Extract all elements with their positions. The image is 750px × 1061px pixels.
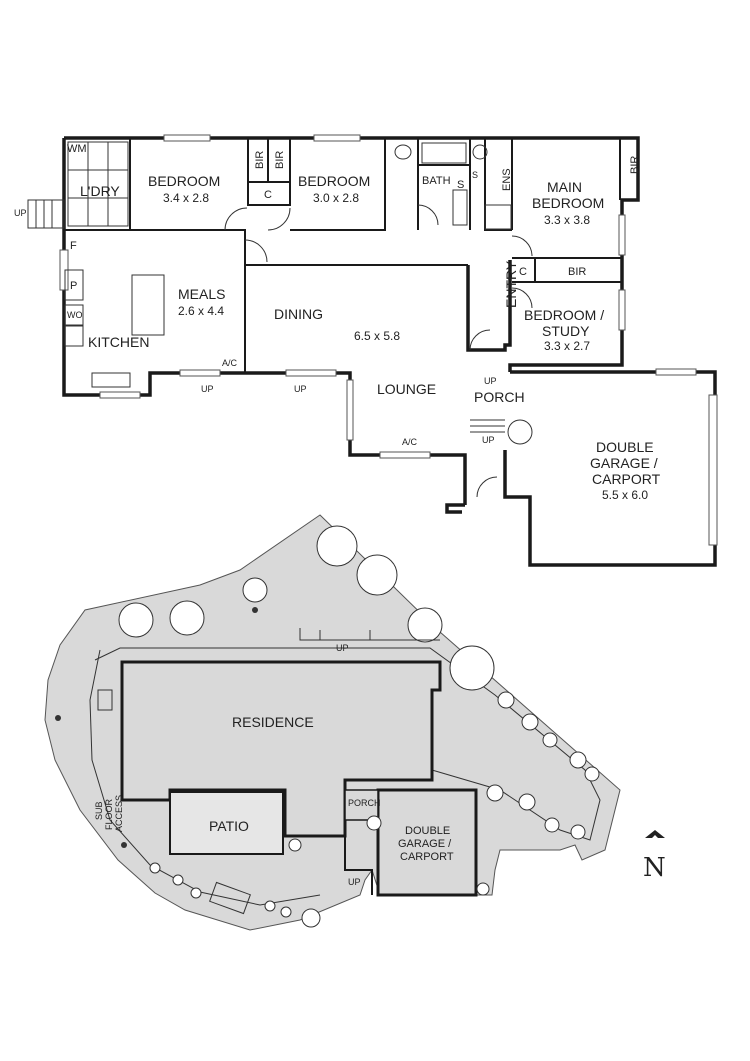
room-main-bedroom-dims: 3.3 x 3.8 <box>544 213 590 227</box>
study-line-2: STUDY <box>542 323 590 339</box>
garage-line-1: DOUBLE <box>596 439 654 455</box>
label-up-1: UP <box>201 384 214 394</box>
patio-area <box>169 791 284 855</box>
room-main-bedroom-name: MAIN BEDROOM <box>532 179 604 211</box>
label-bir-1: BIR <box>254 151 266 169</box>
label-ac-2: A/C <box>402 437 418 447</box>
label-up-3: UP <box>14 208 27 218</box>
room-porch-name: PORCH <box>474 389 525 405</box>
label-shower-1: S <box>457 179 464 191</box>
room-bedroom-1-dims: 3.4 x 2.8 <box>163 191 209 205</box>
label-up-5: UP <box>482 435 495 445</box>
room-laundry-name: L'DRY <box>80 183 120 199</box>
subfloor-line-1: SUB <box>94 801 104 820</box>
site-garage-line-3: CARPORT <box>400 851 454 863</box>
room-kitchen-name: KITCHEN <box>88 334 149 350</box>
site-subfloor-label: SUB FLOOR ACCESS <box>94 795 124 832</box>
north-arrow: N <box>643 830 666 883</box>
label-bir-4: BIR <box>568 266 586 278</box>
room-dining-name: DINING <box>274 306 323 322</box>
room-bath-name: BATH <box>422 175 451 187</box>
label-up-4: UP <box>484 376 497 386</box>
room-bedroom-2-name: BEDROOM <box>298 173 370 189</box>
label-ac-1: A/C <box>222 358 238 368</box>
site-garage <box>376 788 478 897</box>
room-bedroom-1-name: BEDROOM <box>148 173 220 189</box>
site-residence-label: RESIDENCE <box>232 714 314 730</box>
room-dining-dims: 6.5 x 5.8 <box>354 329 400 343</box>
subfloor-line-2: FLOOR <box>104 798 114 830</box>
label-shower-2: S <box>472 170 478 180</box>
room-study-name: BEDROOM / STUDY <box>524 307 608 339</box>
north-label: N <box>643 853 666 883</box>
site-garage-line-1: DOUBLE <box>405 825 450 837</box>
room-garage-name: DOUBLE GARAGE / CARPORT <box>590 439 662 487</box>
site-up-label-1: UP <box>336 643 349 653</box>
site-up-label-2: UP <box>348 877 361 887</box>
north-arrow-icon <box>645 830 665 838</box>
site-porch-label: PORCH <box>348 798 381 808</box>
garage-line-3: CARPORT <box>592 471 661 487</box>
site-garage-line-2: GARAGE / <box>398 838 452 850</box>
room-bedroom-2-dims: 3.0 x 2.8 <box>313 191 359 205</box>
room-meals-dims: 2.6 x 4.4 <box>178 304 224 318</box>
label-cupboard-2: C <box>519 266 527 278</box>
room-lounge-name: LOUNGE <box>377 381 436 397</box>
trees <box>55 525 600 928</box>
garage-line-2: GARAGE / <box>590 455 658 471</box>
room-meals-name: MEALS <box>178 286 225 302</box>
label-bir-2: BIR <box>274 151 286 169</box>
study-line-1: BEDROOM / <box>524 307 604 323</box>
subfloor-line-3: ACCESS <box>114 795 124 832</box>
label-wall-oven: WO <box>67 310 83 320</box>
site-plan-labels: UP RESIDENCE PATIO PORCH DOUBLE GARAGE /… <box>94 643 454 887</box>
room-entry-name: ENTRY <box>503 260 519 308</box>
label-fridge: F <box>70 240 77 252</box>
floor-plan-labels: WM L'DRY BEDROOM 3.4 x 2.8 BIR BIR C BED… <box>14 143 662 502</box>
label-cupboard-1: C <box>264 189 272 201</box>
label-wm: WM <box>67 143 87 155</box>
site-garage-label: DOUBLE GARAGE / CARPORT <box>398 825 454 863</box>
main-bedroom-line-1: MAIN <box>547 179 582 195</box>
site-plan <box>44 514 621 931</box>
site-porch <box>344 789 379 821</box>
main-bedroom-line-2: BEDROOM <box>532 195 604 211</box>
house-floor-plan <box>27 134 718 567</box>
site-patio-label: PATIO <box>209 818 249 834</box>
room-ens-name: ENS <box>501 168 513 191</box>
room-study-dims: 3.3 x 2.7 <box>544 339 590 353</box>
label-up-2: UP <box>294 384 307 394</box>
room-garage-dims: 5.5 x 6.0 <box>602 488 648 502</box>
label-pantry: P <box>70 280 77 292</box>
label-bir-3: BIR <box>629 156 641 174</box>
